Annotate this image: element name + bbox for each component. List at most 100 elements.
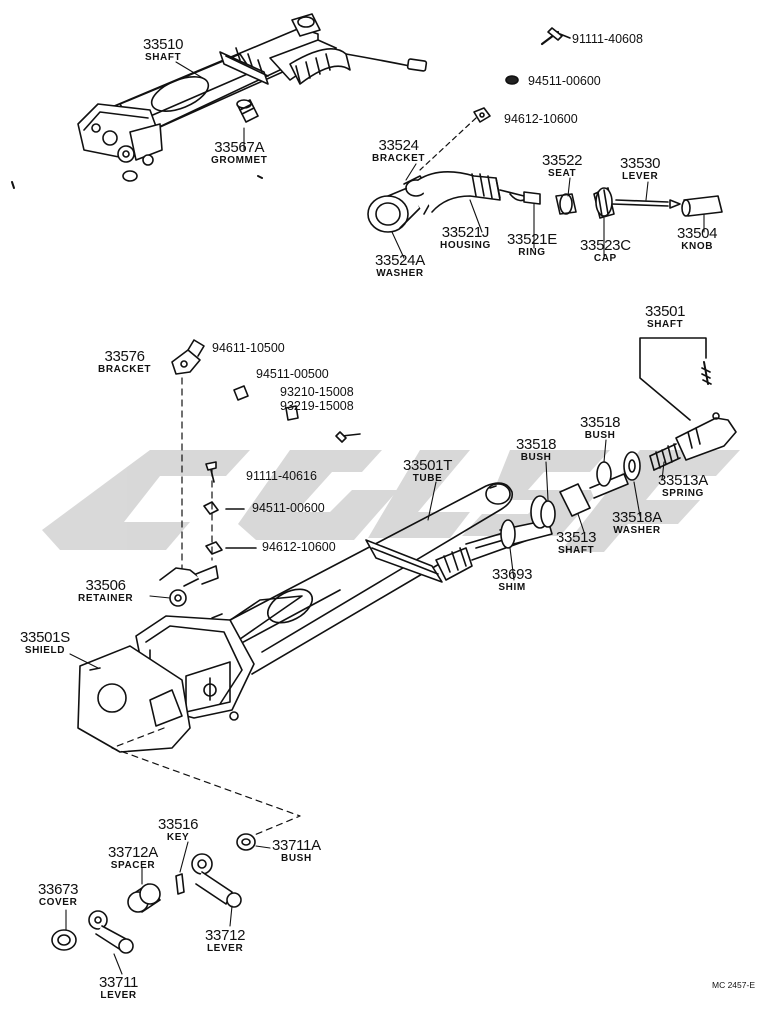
label-shaft-33510: 33510 SHAFT xyxy=(143,36,184,63)
part-name: BRACKET xyxy=(98,364,152,375)
pn-94612-10600-mid: 94612-10600 xyxy=(262,540,336,554)
part-number: 33712A xyxy=(108,844,158,861)
nut-94611-10500-part xyxy=(233,385,249,401)
label-washer-33518a: 33518A WASHER xyxy=(612,510,662,536)
label-seat-33522: 33522 SEAT xyxy=(542,152,583,179)
label-grommet-33567a: 33567A GROMMET xyxy=(211,140,267,166)
pn-94612-10600-top: 94612-10600 xyxy=(504,112,578,126)
label-tube-33501t: 33501T TUBE xyxy=(403,458,452,484)
bracket-33576-part xyxy=(171,339,205,375)
part-number: 33522 xyxy=(542,152,583,169)
label-lever-33712: 33712 LEVER xyxy=(205,927,246,954)
part-name: GROMMET xyxy=(211,155,268,166)
part-name: WASHER xyxy=(613,525,661,536)
shaft-33513-part xyxy=(559,473,629,517)
part-name: SEAT xyxy=(547,168,577,179)
part-name: SHAFT xyxy=(144,52,182,63)
part-number: 33521E xyxy=(507,231,557,248)
part-number: 33693 xyxy=(492,566,533,583)
part-number: 33518A xyxy=(612,509,662,526)
part-name: BRACKET xyxy=(372,153,426,164)
grommet-33567a-part xyxy=(236,99,259,123)
part-name: SHIELD xyxy=(24,645,66,656)
lever-assembly-33530-drawing xyxy=(367,171,723,233)
cover-33673-part xyxy=(51,929,77,951)
part-name: RING xyxy=(518,247,546,258)
part-name: CAP xyxy=(593,253,617,264)
label-retainer-33506: 33506 RETAINER xyxy=(78,578,133,604)
lever-33712-part xyxy=(191,853,242,908)
nut-94511-00500-part xyxy=(285,405,299,421)
part-number: 33518 xyxy=(580,414,621,431)
part-name: LEVER xyxy=(621,171,659,182)
part-number: 33576 xyxy=(104,348,145,365)
part-number: 33510 xyxy=(143,36,184,53)
part-number: 33513 xyxy=(556,529,597,546)
part-name: HOUSING xyxy=(440,240,491,251)
label-ring-33521e: 33521E RING xyxy=(507,232,557,258)
pn-94511-00500: 94511-00500 xyxy=(256,367,329,381)
pn-93219-15008: 93219-15008 xyxy=(280,399,354,413)
part-name: KNOB xyxy=(681,241,714,252)
nut-94612-10600-top-part xyxy=(473,107,491,123)
screw-93210-15008-part xyxy=(335,431,361,443)
retainer-33506-part xyxy=(159,565,219,607)
pn-94611-10500: 94611-10500 xyxy=(212,341,285,355)
leader-lines xyxy=(65,61,705,975)
nut-94511-00600-top-part xyxy=(505,75,519,85)
bolt-91111-40608-part xyxy=(540,27,571,46)
label-lever-33711: 33711 LEVER xyxy=(99,975,138,1001)
pn-94511-00600-mid: 94511-00600 xyxy=(252,501,325,515)
label-housing-33521j: 33521J HOUSING xyxy=(440,225,491,251)
part-number: 33518 xyxy=(516,436,557,453)
label-knob-33504: 33504 KNOB xyxy=(677,225,718,252)
part-number: 33513A xyxy=(658,472,708,489)
part-name: SPACER xyxy=(110,860,156,871)
part-number: 33524A xyxy=(375,252,425,269)
part-number: 33567A xyxy=(214,139,265,156)
part-number: 33501T xyxy=(403,457,453,474)
label-key-33516: 33516 KEY xyxy=(158,817,199,843)
part-name: SHIM xyxy=(498,582,526,593)
lever-33711-part xyxy=(88,910,134,954)
shaft-33510-drawing xyxy=(77,13,428,182)
label-lever-33530: 33530 LEVER xyxy=(620,156,661,182)
part-number: 33501S xyxy=(20,629,70,646)
key-33516-part xyxy=(175,873,185,895)
label-bush-33711a: 33711A BUSH xyxy=(272,838,321,864)
pn-91111-40608: 91111-40608 xyxy=(572,32,643,46)
spring-33513a-part xyxy=(649,443,681,471)
pn-93210-15008: 93210-15008 xyxy=(280,385,354,399)
part-name: SPRING xyxy=(661,488,704,499)
label-shaft-33501: 33501 SHAFT xyxy=(645,303,686,330)
label-washer-33524a: 33524A WASHER xyxy=(375,253,425,279)
nut-94612-10600-mid-part xyxy=(205,541,223,555)
part-number: 33506 xyxy=(85,577,126,594)
part-name: WASHER xyxy=(376,268,424,279)
part-number: 33712 xyxy=(205,927,246,944)
shield-33501s-part xyxy=(77,645,191,753)
label-bracket-33576: 33576 BRACKET xyxy=(98,349,151,375)
label-shaft-33513: 33513 SHAFT xyxy=(556,529,597,556)
tube-33501t-drawing xyxy=(185,482,553,675)
part-name: LEVER xyxy=(206,943,244,954)
part-number: 33504 xyxy=(677,225,718,242)
part-number: 33523C xyxy=(580,237,631,254)
part-number: 33673 xyxy=(38,881,79,898)
part-name: TUBE xyxy=(412,473,443,484)
pn-94511-00600-top: 94511-00600 xyxy=(528,74,601,88)
part-number: 33501 xyxy=(645,303,686,320)
label-cover-33673: 33673 COVER xyxy=(38,881,79,908)
diagram-code: MC 2457-E xyxy=(712,980,755,990)
label-bracket-33524: 33524 BRACKET xyxy=(372,138,425,164)
label-bush-33518-b: 33518 BUSH xyxy=(580,414,621,441)
part-name: RETAINER xyxy=(78,593,134,604)
part-number: 33524 xyxy=(378,137,419,154)
part-name: SHAFT xyxy=(557,545,595,556)
shaft-33501-part xyxy=(639,337,737,461)
part-name: BUSH xyxy=(281,853,312,864)
part-name: COVER xyxy=(38,897,78,908)
part-number: 33521J xyxy=(441,224,490,241)
